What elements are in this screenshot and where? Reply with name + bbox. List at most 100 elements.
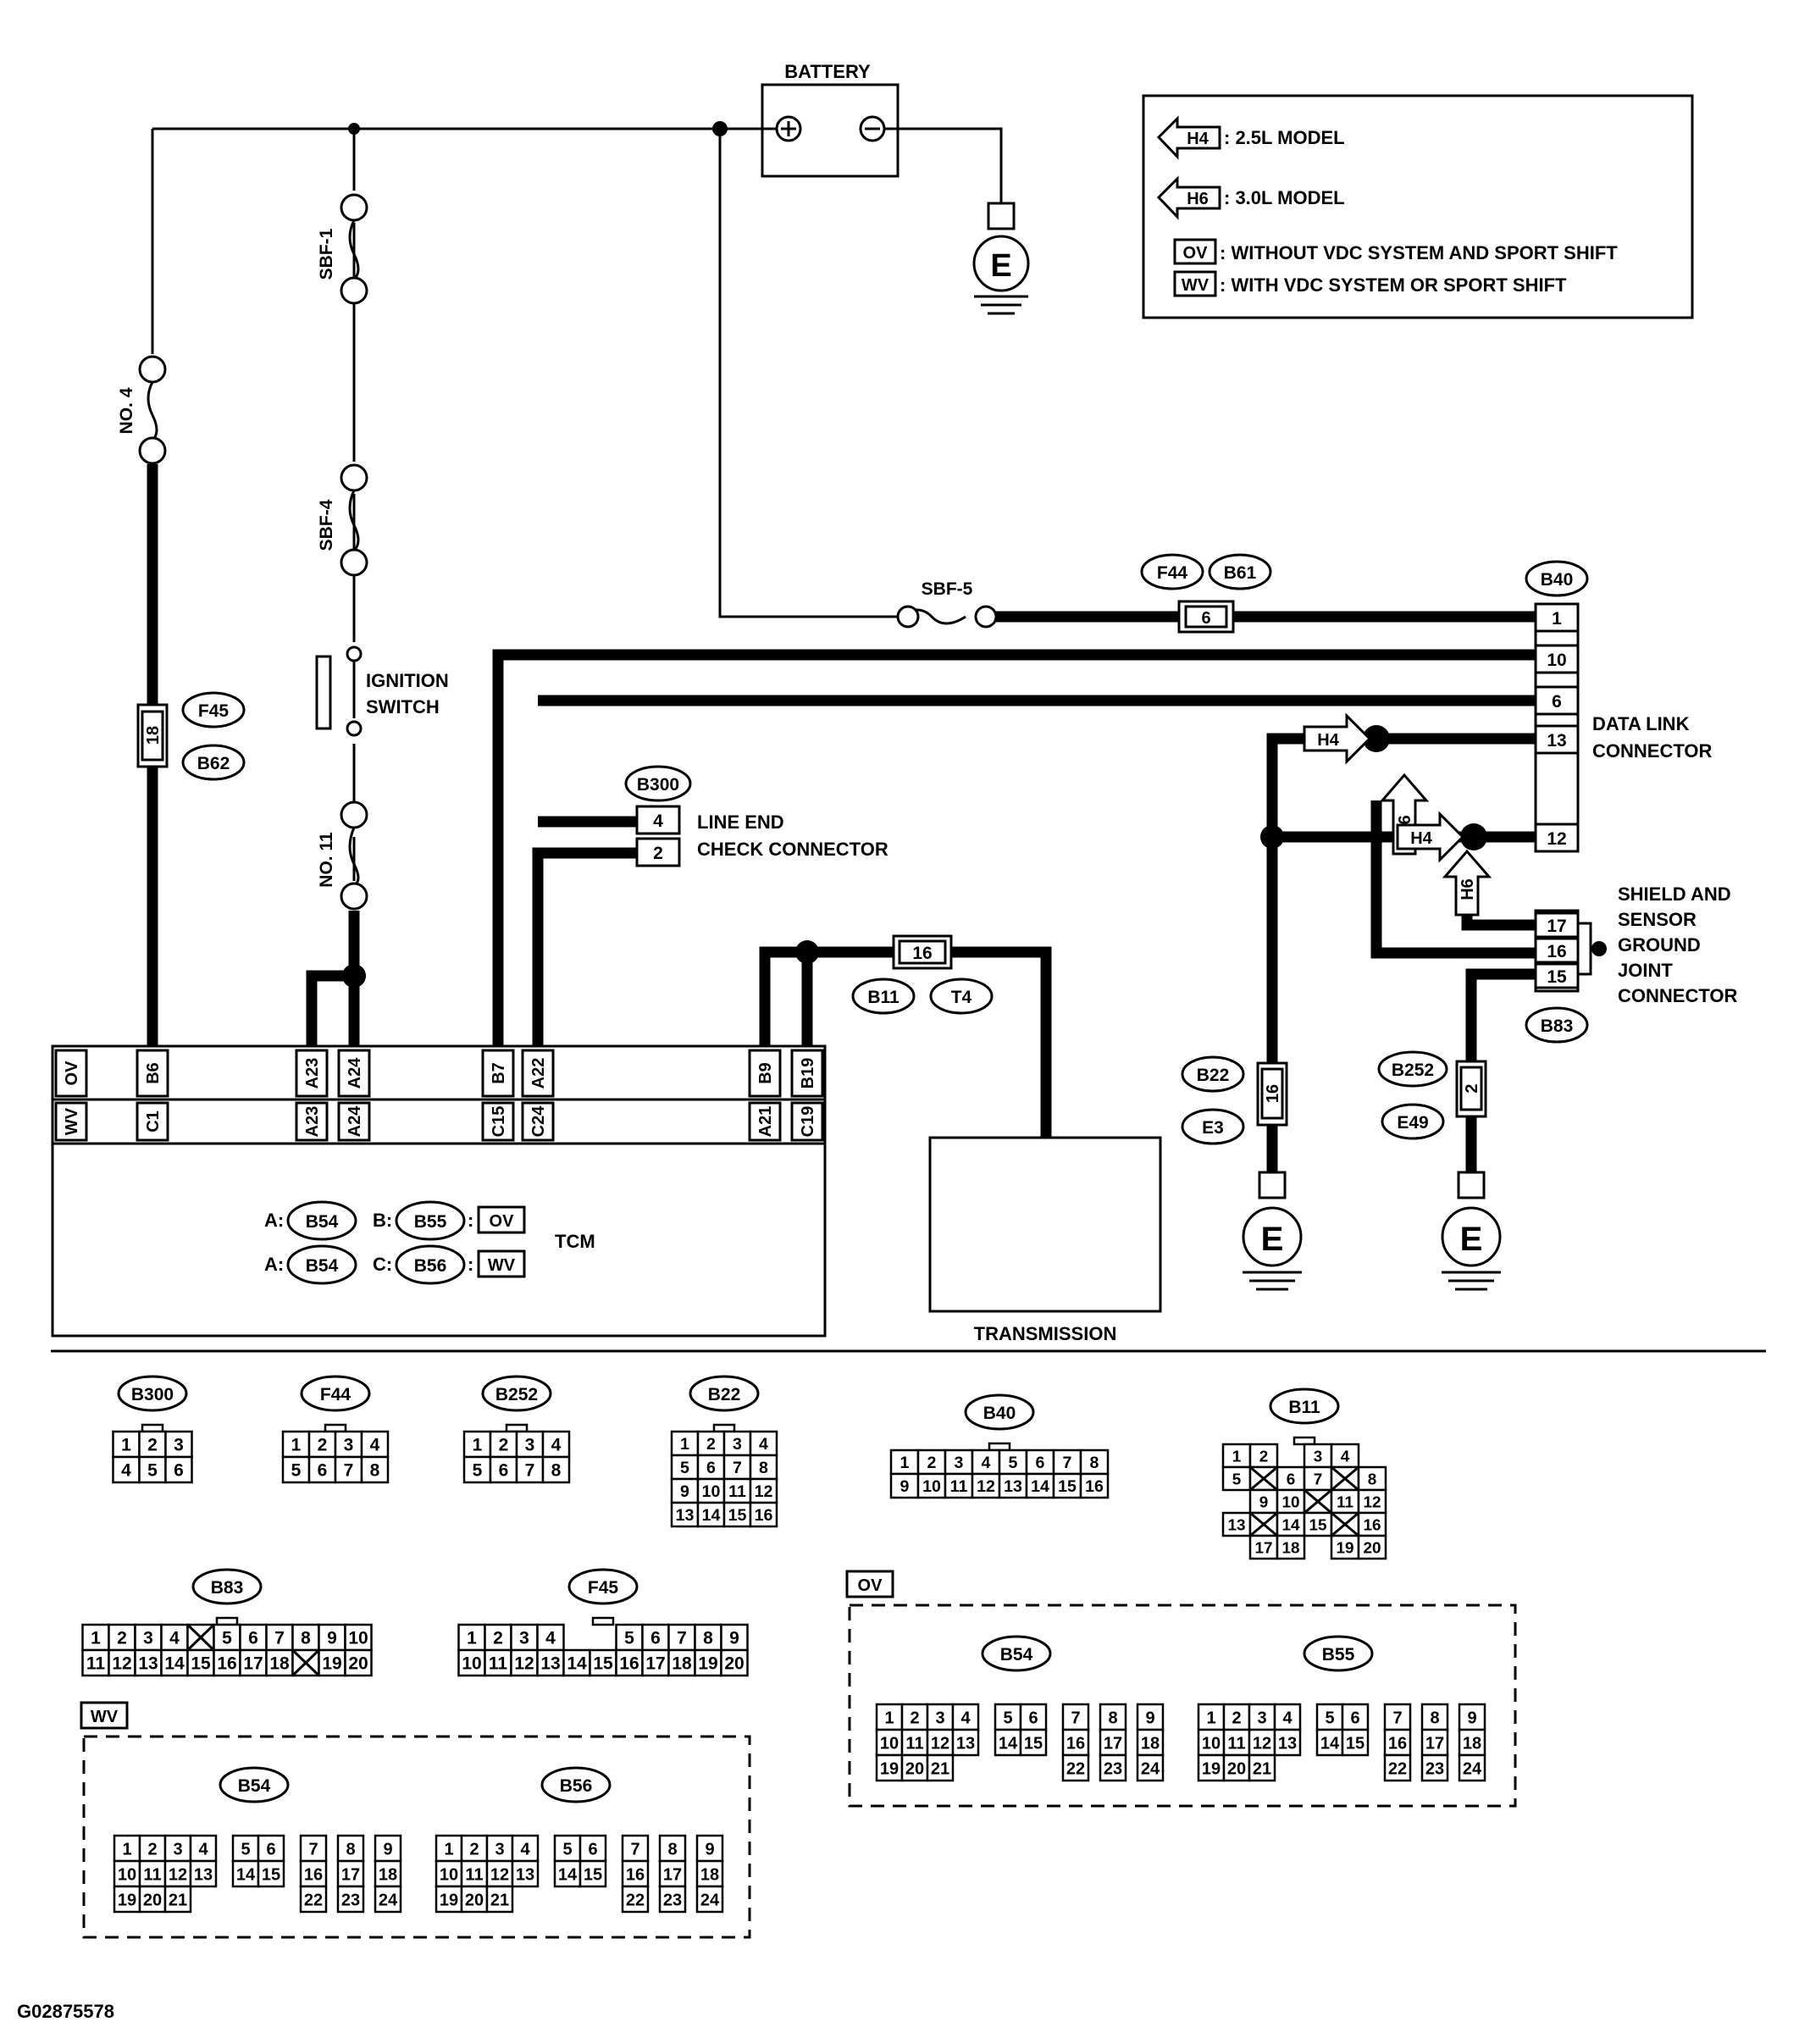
pin-cell: 13 <box>956 1735 975 1753</box>
pin-cell: 7 <box>1392 1709 1402 1728</box>
pin-cell: 4 <box>121 1461 131 1481</box>
pin-cell: 13 <box>1004 1477 1022 1496</box>
legend-ov-box <box>1173 238 1217 265</box>
b62-id: B62 <box>197 754 230 773</box>
pin-cell: 18 <box>1281 1539 1299 1557</box>
pin-cell: 12 <box>514 1654 534 1674</box>
pin-cell: 7 <box>733 1459 742 1477</box>
pin-cell: 19 <box>118 1892 136 1910</box>
svg-text:B54: B54 <box>306 1212 339 1232</box>
line-end-label-1: LINE END <box>697 812 784 833</box>
tcm-top-pins: OV B6 A23 A24 B7 A22 B9 B19 <box>54 1049 824 1098</box>
svg-text:H4: H4 <box>1410 829 1432 848</box>
pin-cell: 15 <box>191 1654 211 1674</box>
pin-cell: 16 <box>1363 1516 1381 1534</box>
pin-cell: 2 <box>706 1435 716 1454</box>
pin-cell: 22 <box>626 1892 645 1910</box>
wv-group: WV <box>80 1701 751 1939</box>
pin-cell: 16 <box>304 1866 323 1885</box>
pin-cell: 7 <box>1063 1454 1072 1472</box>
pin-cell: 1 <box>1206 1709 1215 1728</box>
pin-cell: 15 <box>728 1506 747 1525</box>
b11-id: B11 <box>867 988 900 1007</box>
svg-text:C19: C19 <box>799 1106 817 1138</box>
pin-cell: 24 <box>379 1892 398 1910</box>
svg-text:A23: A23 <box>303 1106 322 1138</box>
pin-cell: 17 <box>1104 1735 1122 1753</box>
svg-text::: : <box>468 1210 473 1231</box>
pin-cell: 20 <box>143 1892 162 1910</box>
pin-cell: 11 <box>950 1477 968 1496</box>
h4-flag-icon <box>1396 811 1465 863</box>
svg-text:B7: B7 <box>490 1062 508 1084</box>
legend-wv-box <box>1173 270 1217 297</box>
pin-cell: 23 <box>663 1892 682 1910</box>
pin-cell: 19 <box>1202 1760 1221 1779</box>
legend-wv-tag: WV <box>1182 276 1209 295</box>
f44-id: F44 <box>1157 563 1188 583</box>
tcm-connector-key: A: B54 B: B55 : OV A: B54 C: B56 : WV TC… <box>264 1200 595 1285</box>
face-f44-label: F44 <box>320 1385 351 1404</box>
pin-cell: 4 <box>982 1454 991 1472</box>
ignition-label-2: SWITCH <box>366 696 440 717</box>
b83-id: B83 <box>1541 1016 1574 1036</box>
e3-id: E3 <box>1202 1118 1224 1138</box>
pin-cell: 4 <box>169 1629 180 1648</box>
pin-cell: 2 <box>910 1709 919 1728</box>
pin-cell: 13 <box>1227 1516 1245 1534</box>
face-b40-label: B40 <box>983 1404 1016 1423</box>
b300-pin-4 <box>635 805 681 835</box>
svg-text:2: 2 <box>653 844 663 863</box>
svg-text:B6: B6 <box>144 1062 163 1084</box>
svg-text:18: 18 <box>144 726 163 745</box>
pin-cell: 7 <box>677 1629 687 1648</box>
svg-text:E: E <box>990 248 1011 284</box>
h6-flag-icon <box>1442 849 1492 917</box>
svg-text:C24: C24 <box>529 1105 548 1138</box>
pin-cell: 16 <box>217 1654 236 1674</box>
pin-cell: 22 <box>1066 1760 1085 1779</box>
f45-id: F45 <box>198 701 230 721</box>
pin-cell: 4 <box>370 1436 380 1455</box>
pin-cell: 1 <box>900 1454 910 1472</box>
pin-cell: 14 <box>164 1654 185 1674</box>
b22-id: B22 <box>1197 1066 1230 1085</box>
svg-text:WV: WV <box>488 1256 516 1275</box>
legend-h6-text: : 3.0L MODEL <box>1224 187 1345 208</box>
thick-wires <box>147 464 1536 1186</box>
fuse-sbf1-icon <box>340 193 368 222</box>
pin-cell: 5 <box>1325 1709 1334 1728</box>
svg-text:A24: A24 <box>346 1105 364 1138</box>
pin-cell: 13 <box>194 1866 213 1885</box>
pin-cell: 7 <box>630 1841 639 1859</box>
pin-cell: 2 <box>1259 1448 1269 1465</box>
ground-icon <box>972 235 1030 292</box>
pin-cell: 18 <box>1463 1735 1481 1753</box>
svg-text:A22: A22 <box>529 1058 548 1089</box>
pin-cell: 6 <box>1028 1709 1038 1728</box>
svg-text:1: 1 <box>1552 609 1562 629</box>
inline-connectors: 18 F45 B62 6 F44 B61 4 2 B300 LINE END C… <box>136 553 1487 1145</box>
pin-cell: 4 <box>545 1629 556 1648</box>
fuse-sbf1-label: SBF-1 <box>317 228 336 280</box>
legend-h4-text: : 2.5L MODEL <box>1224 127 1345 148</box>
pin-cell: 19 <box>322 1654 341 1674</box>
pin-cell: 11 <box>1337 1493 1353 1511</box>
pin-cell: 16 <box>755 1506 773 1525</box>
pin-cell: 9 <box>1467 1709 1476 1728</box>
transmission: TRANSMISSION <box>928 1136 1162 1344</box>
ground-icon <box>1242 1206 1303 1267</box>
pin-cell: 6 <box>650 1629 661 1648</box>
pin-cell: 8 <box>703 1629 713 1648</box>
pin-cell: 6 <box>318 1461 328 1481</box>
pin-cell: 17 <box>341 1866 360 1885</box>
svg-text:17: 17 <box>1547 917 1566 936</box>
svg-text:WV: WV <box>63 1107 81 1135</box>
pin-cell: 10 <box>118 1866 136 1885</box>
pin-cell: 10 <box>880 1735 899 1753</box>
